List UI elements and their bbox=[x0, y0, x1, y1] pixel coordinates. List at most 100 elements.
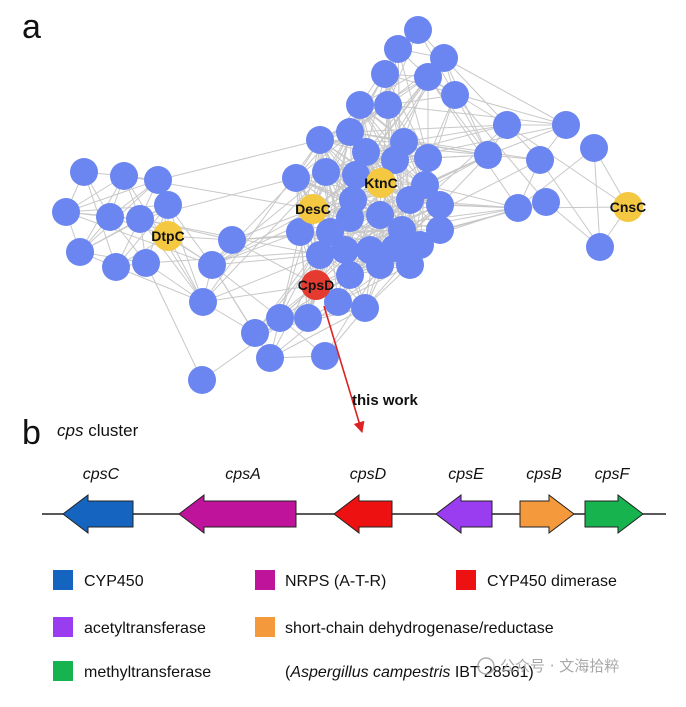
network-edge bbox=[454, 94, 547, 203]
network-edge bbox=[79, 204, 169, 253]
network-edge bbox=[202, 254, 321, 303]
legend-swatch-sdr bbox=[255, 617, 275, 637]
highlighted-nodes: KtnC DesC DtpC CnsC CpsD bbox=[151, 168, 646, 300]
network-node bbox=[342, 161, 370, 189]
network-edge bbox=[65, 179, 159, 213]
network-node bbox=[52, 198, 80, 226]
network-node bbox=[346, 91, 374, 119]
network-node bbox=[126, 205, 154, 233]
network-edge bbox=[539, 159, 601, 248]
legend-swatch-methyltransferase bbox=[53, 661, 73, 681]
network-node bbox=[336, 118, 364, 146]
network-node bbox=[218, 226, 246, 254]
gene-cpsa: cpsA bbox=[178, 466, 297, 535]
network-edge bbox=[443, 57, 489, 156]
network-node bbox=[426, 191, 454, 219]
network-edge bbox=[157, 139, 321, 181]
gene-cpsd: cpsD bbox=[333, 466, 393, 535]
network-node bbox=[311, 342, 339, 370]
node-cpsd bbox=[301, 270, 331, 300]
network-edge bbox=[139, 218, 204, 303]
network-node bbox=[154, 191, 182, 219]
network-edge bbox=[269, 307, 366, 359]
network-edge bbox=[403, 124, 508, 143]
gene-cpsb: cpsB bbox=[519, 466, 575, 535]
gene-label-cpsd: cpsD bbox=[350, 466, 387, 483]
network-node bbox=[552, 111, 580, 139]
network-edge bbox=[349, 124, 508, 133]
gene-label-cpsc: cpsC bbox=[83, 466, 120, 483]
network-node bbox=[241, 319, 269, 347]
network-node bbox=[70, 158, 98, 186]
network-edge bbox=[211, 231, 301, 266]
network-edge bbox=[145, 262, 203, 381]
network-node bbox=[384, 35, 412, 63]
node-label-dtpc: DtpC bbox=[151, 228, 184, 244]
node-ktnc bbox=[366, 168, 396, 198]
network-edge bbox=[517, 147, 595, 209]
network-node bbox=[426, 216, 454, 244]
network-edge bbox=[231, 239, 317, 286]
network-node bbox=[312, 158, 340, 186]
network-node bbox=[366, 201, 394, 229]
network-edge bbox=[211, 264, 281, 319]
network-node bbox=[198, 251, 226, 279]
network-edge bbox=[593, 147, 601, 248]
network-node bbox=[294, 304, 322, 332]
network-node bbox=[188, 366, 216, 394]
network-node bbox=[504, 194, 532, 222]
network-node bbox=[336, 204, 364, 232]
network-edge bbox=[295, 177, 381, 216]
legend-swatch-acetyltransferase bbox=[53, 617, 73, 637]
network-node bbox=[96, 203, 124, 231]
network-edge bbox=[349, 131, 541, 161]
network-node bbox=[110, 162, 138, 190]
node-label-cnsc: CnsC bbox=[610, 199, 647, 215]
network-node bbox=[66, 238, 94, 266]
gene-label-cpsa: cpsA bbox=[225, 466, 261, 483]
organism-label: (Aspergillus campestris IBT 28561) bbox=[285, 664, 534, 681]
gene-cpsf: cpsF bbox=[584, 466, 644, 535]
gene-label-cpsf: cpsF bbox=[595, 466, 631, 483]
network-node bbox=[586, 233, 614, 261]
legend-label-acetyltransferase: acetyltransferase bbox=[84, 620, 206, 637]
watermark: 公众号 · 文海拾粹 bbox=[477, 657, 619, 675]
network-node bbox=[493, 111, 521, 139]
legend-item-nrps: NRPS (A-T-R) bbox=[255, 570, 386, 590]
network-node bbox=[306, 241, 334, 269]
network-node bbox=[474, 141, 502, 169]
gene-cpse: cpsE bbox=[435, 466, 493, 535]
network-edge bbox=[397, 48, 429, 159]
network-node bbox=[266, 304, 294, 332]
network-node bbox=[352, 138, 380, 166]
network-node bbox=[371, 60, 399, 88]
network-node bbox=[336, 261, 364, 289]
legend-label-nrps: NRPS (A-T-R) bbox=[285, 573, 386, 590]
legend-label-cyp450: CYP450 bbox=[84, 573, 144, 590]
network-edge bbox=[403, 141, 489, 156]
legend-item-sdr: short-chain dehydrogenase/reductase bbox=[255, 617, 554, 637]
node-desc bbox=[298, 194, 328, 224]
network-node bbox=[366, 251, 394, 279]
network-node bbox=[132, 249, 160, 277]
legend-swatch-nrps bbox=[255, 570, 275, 590]
network-edge bbox=[349, 182, 382, 276]
node-label-ktnc: KtnC bbox=[364, 175, 397, 191]
network-node bbox=[306, 126, 334, 154]
network-edge bbox=[211, 208, 314, 266]
network-node bbox=[414, 63, 442, 91]
node-cnsc bbox=[613, 192, 643, 222]
network-node bbox=[396, 251, 424, 279]
legend-swatch-cyp450-dimerase bbox=[456, 570, 476, 590]
legend-label-cyp450-dimerase: CYP450 dimerase bbox=[487, 573, 617, 590]
legend-label-sdr: short-chain dehydrogenase/reductase bbox=[285, 620, 554, 637]
node-label-cpsd: CpsD bbox=[298, 277, 335, 293]
this-work-label: this work bbox=[352, 392, 419, 409]
node-label-desc: DesC bbox=[295, 201, 331, 217]
gene-label-cpsb: cpsB bbox=[526, 466, 562, 483]
panel-label-b: b bbox=[22, 414, 41, 452]
network-edge bbox=[167, 204, 204, 303]
network-edge bbox=[65, 211, 213, 266]
network-edge bbox=[115, 266, 204, 303]
